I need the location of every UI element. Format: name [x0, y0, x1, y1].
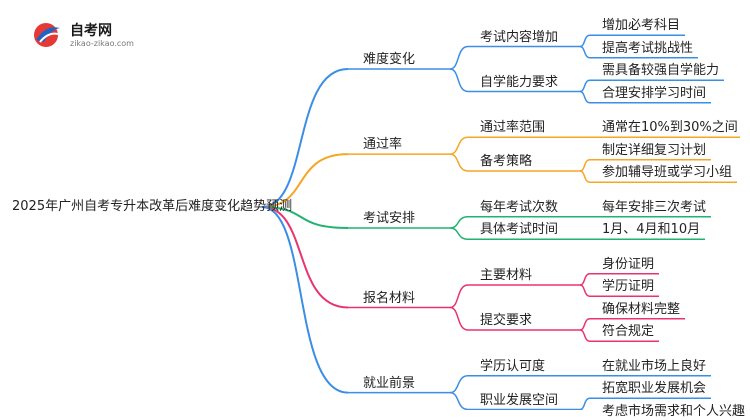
sub-branch-connector: [449, 68, 469, 93]
sub-branch-node: 通过率范围: [480, 120, 546, 136]
sub-branch-connector: [449, 45, 469, 70]
sub-branch-node: 考试内容增加: [480, 29, 559, 45]
site-logo: 自考网 zikao-zikao.com: [30, 18, 140, 52]
sub-branch-node: 职业发展空间: [480, 392, 559, 408]
leaf-connector: [579, 90, 591, 104]
leaf-node: 增加必考科目: [602, 18, 681, 34]
leaf-connector: [579, 159, 591, 172]
logo-title: 自考网: [70, 23, 112, 39]
branch-node: 就业前景: [363, 375, 416, 391]
leaf-node: 在就业市场上良好: [602, 358, 707, 374]
sub-branch-connector: [449, 136, 469, 155]
leaf-node: 拓宽职业发展机会: [602, 381, 707, 397]
sub-branch-connector: [449, 153, 469, 172]
branch-connector: [261, 68, 349, 208]
leaf-connector: [579, 284, 591, 297]
branch-connector: [261, 153, 349, 208]
leaf-node: 提高考试挑战性: [602, 40, 694, 56]
sub-branch-node: 备考策略: [480, 154, 533, 169]
leaf-node: 学历证明: [602, 279, 655, 295]
leaf-node: 参加辅导班或学习小组: [602, 165, 733, 181]
sub-branch-node: 具体考试时间: [480, 222, 559, 238]
leaf-node: 符合规定: [602, 324, 655, 340]
leaf-connector: [579, 170, 591, 183]
branch-connector: [261, 206, 349, 309]
sub-branch-connector: [449, 227, 469, 240]
leaf-node: 考虑市场需求和个人兴趣: [602, 403, 746, 419]
logo-subtitle: zikao-zikao.com: [70, 39, 134, 48]
leaf-node: 合理安排学习时间: [602, 85, 707, 101]
sub-branch-node: 学历认可度: [480, 358, 546, 374]
leaf-node: 身份证明: [602, 256, 655, 272]
leaf-connector: [579, 397, 591, 410]
logo-mark-icon: [34, 23, 60, 47]
leaf-node: 需具备较强自学能力: [602, 63, 720, 79]
sub-branch-node: 主要材料: [480, 268, 533, 283]
leaf-connector: [579, 45, 591, 59]
branch-node: 难度变化: [363, 52, 416, 67]
leaf-connector: [579, 329, 591, 342]
sub-branch-connector: [449, 375, 469, 394]
leaf-node: 每年安排三次考试: [602, 199, 707, 215]
sub-branch-node: 自学能力要求: [480, 74, 559, 90]
sub-branch-connector: [449, 306, 469, 331]
leaf-connector: [579, 34, 591, 48]
sub-branch-connector: [449, 216, 469, 229]
mindmap-root: 2025年广州自考专升本改革后难度变化趋势预测: [12, 199, 293, 214]
sub-branch-connector: [449, 284, 469, 309]
leaf-node: 1月、4月和10月: [602, 222, 701, 238]
branch-connector: [261, 206, 349, 229]
sub-branch-node: 每年考试次数: [480, 199, 559, 215]
leaf-connector: [579, 318, 591, 331]
branch-node: 报名材料: [363, 290, 416, 306]
sub-branch-connector: [449, 391, 469, 410]
leaf-node: 制定详细复习计划: [602, 142, 707, 158]
branch-node: 通过率: [363, 137, 403, 153]
leaf-connector: [579, 273, 591, 286]
branch-node: 考试安排: [363, 211, 416, 226]
leaf-node: 确保材料完整: [602, 301, 681, 317]
leaf-connector: [579, 79, 591, 93]
branch-connector: [261, 206, 349, 394]
leaf-node: 通常在10%到30%之间: [602, 120, 738, 136]
sub-branch-node: 提交要求: [480, 313, 533, 328]
